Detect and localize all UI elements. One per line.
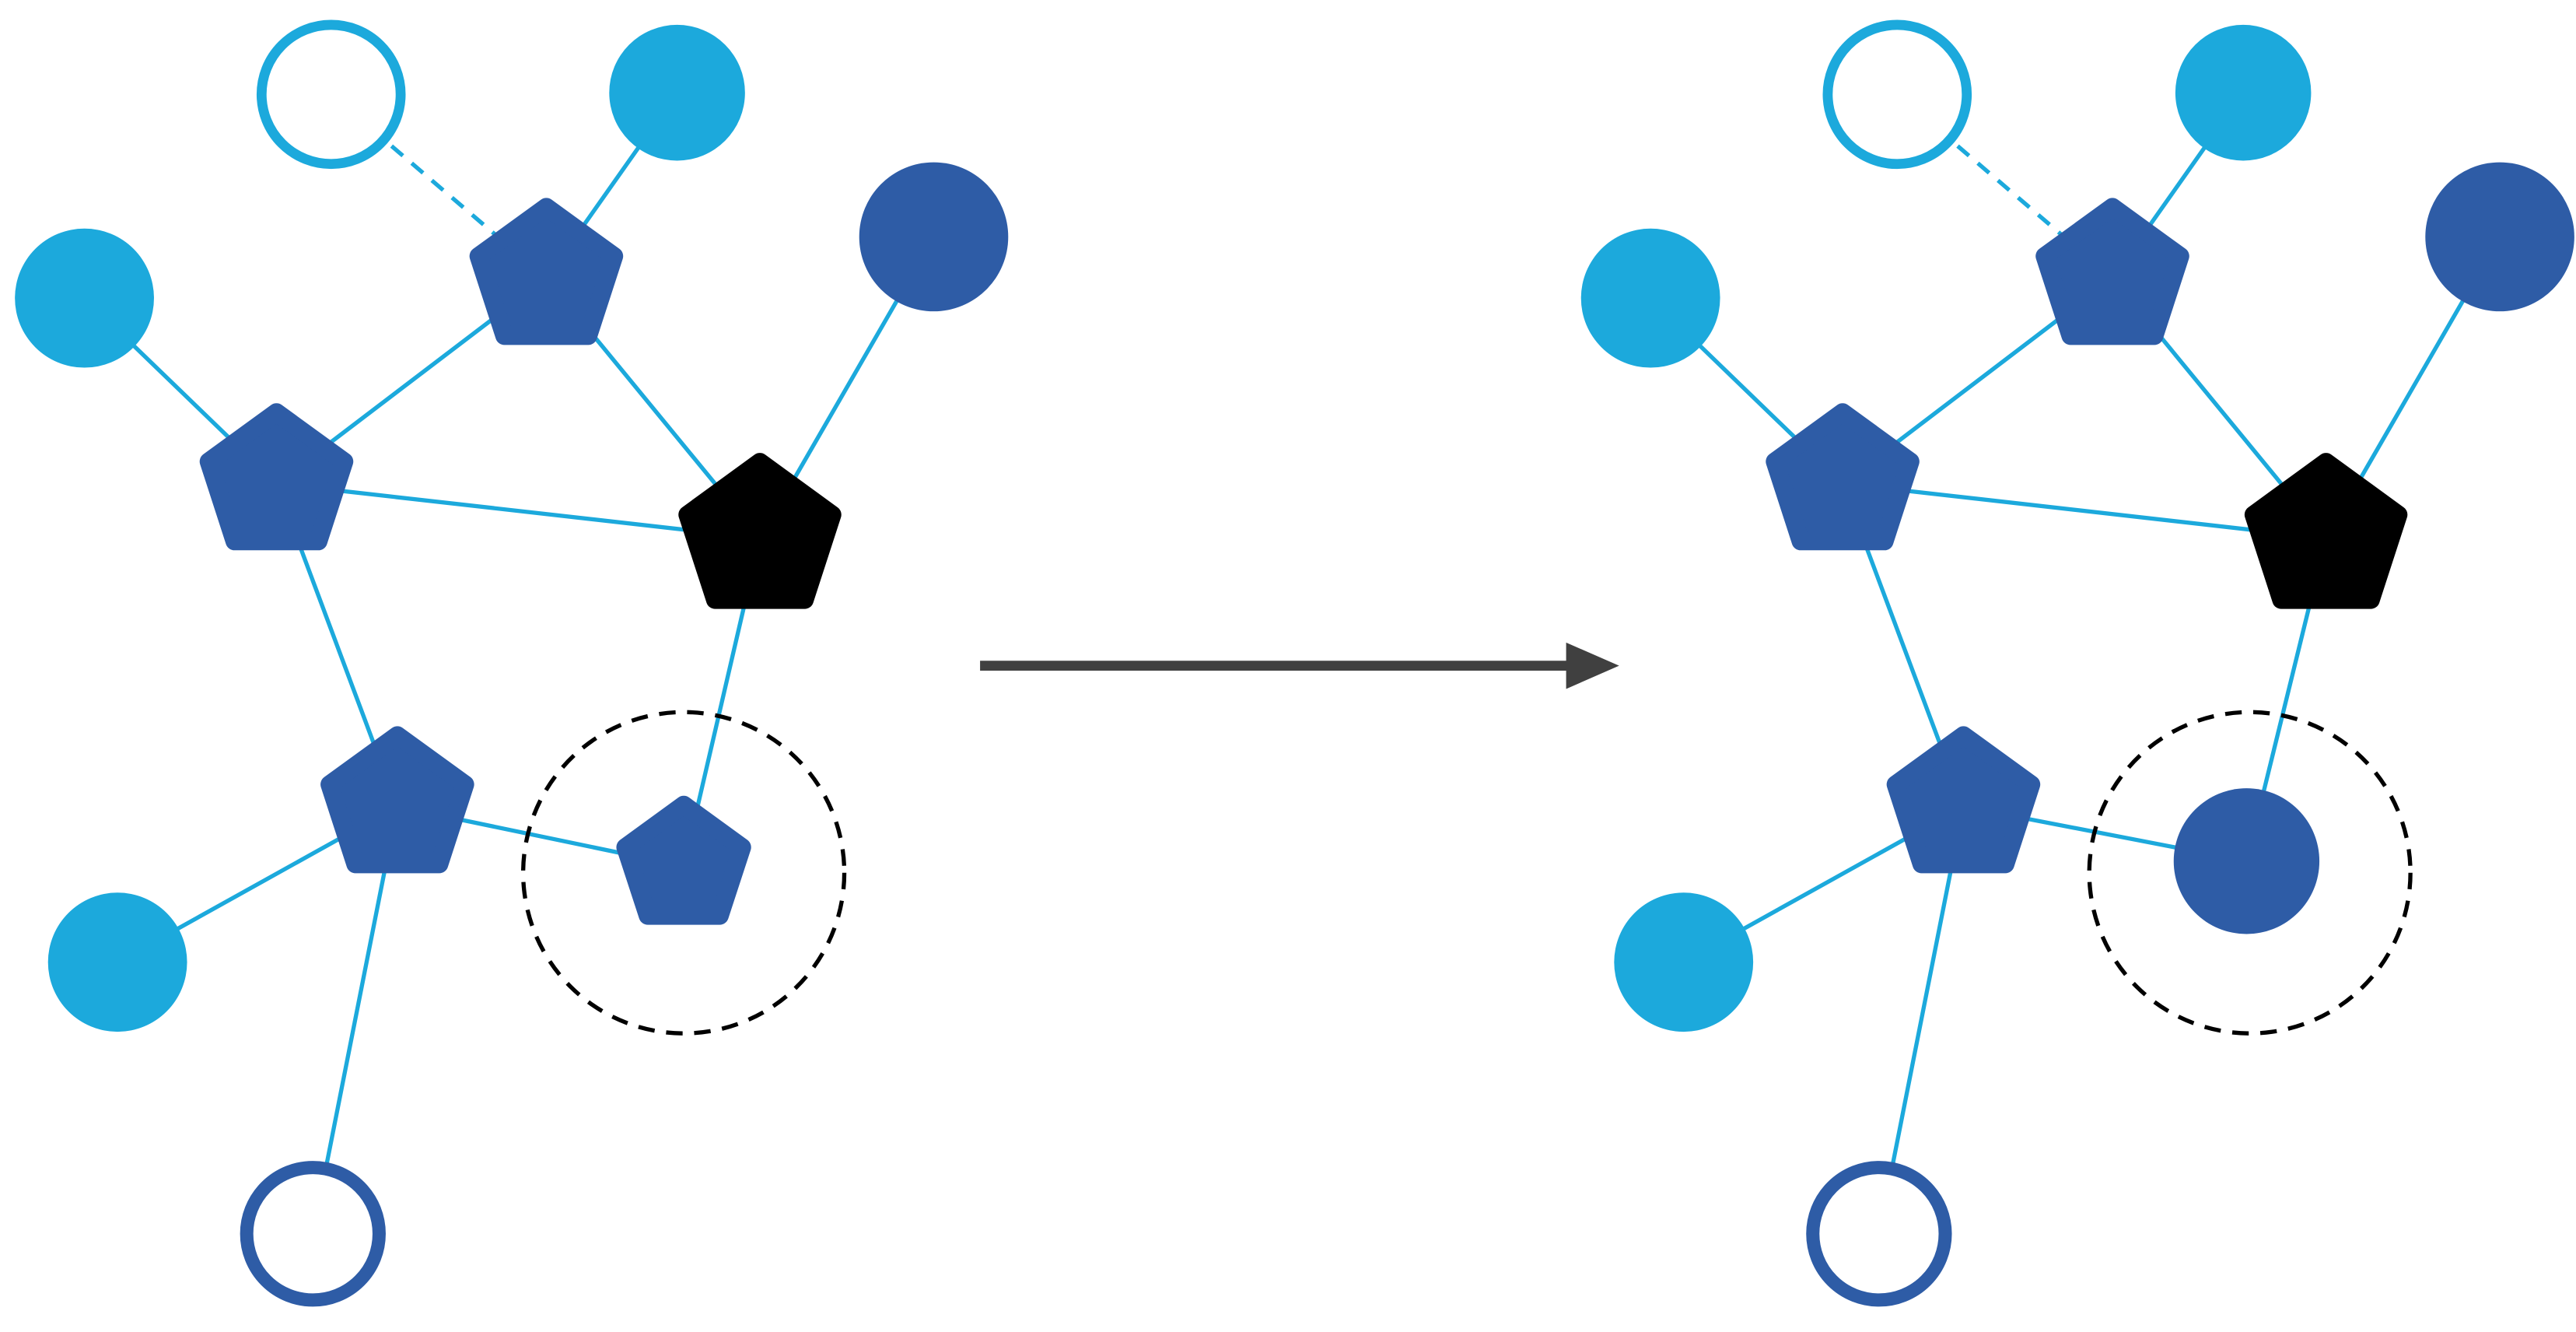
- node-open-cyan-circle-after: [1822, 19, 1972, 170]
- node-blue-circle-right-before: [859, 162, 1009, 312]
- node-cyan-circle-top-after: [2175, 24, 2312, 161]
- node-blue-circle-right-after: [2425, 162, 2574, 312]
- graph-after: [1580, 19, 2574, 1307]
- node-open-blue-circle-before: [240, 1161, 386, 1307]
- edge-open-cyan-circle-pentagon-top: [329, 93, 548, 280]
- edge-pentagon-mid-left-pentagon-black: [276, 481, 761, 541]
- graph-before: [15, 19, 1009, 1307]
- transition-arrow: [980, 642, 1619, 689]
- edge-pentagon-mid-left-pentagon-black: [1842, 481, 2326, 541]
- node-pentagon-lower-after: [1886, 726, 2041, 874]
- highlight-dashed-circle: [2087, 710, 2413, 1036]
- node-highlighted-node-before: [616, 795, 751, 925]
- node-cyan-circle-bottom-before: [47, 892, 187, 1032]
- node-pentagon-black-before: [678, 453, 842, 609]
- edge-open-cyan-circle-pentagon-top: [1895, 93, 2114, 280]
- node-cyan-circle-left-before: [15, 228, 154, 368]
- node-pentagon-top-before: [469, 198, 624, 345]
- node-cyan-circle-bottom-after: [1614, 892, 1754, 1032]
- node-pentagon-lower-before: [320, 726, 474, 874]
- highlight-dashed-circle: [520, 710, 847, 1036]
- node-pentagon-mid-left-after: [1766, 403, 1920, 551]
- node-pentagon-black-after: [2244, 453, 2408, 609]
- node-open-blue-circle-after: [1806, 1161, 1952, 1307]
- node-pentagon-top-after: [2035, 198, 2189, 345]
- node-cyan-circle-top-before: [609, 24, 745, 161]
- node-open-cyan-circle-before: [256, 19, 406, 170]
- node-pentagon-mid-left-before: [199, 403, 354, 551]
- transition-arrow-head: [1566, 642, 1619, 689]
- node-cyan-circle-left-after: [1580, 228, 1720, 368]
- node-highlighted-node-after: [2173, 788, 2320, 934]
